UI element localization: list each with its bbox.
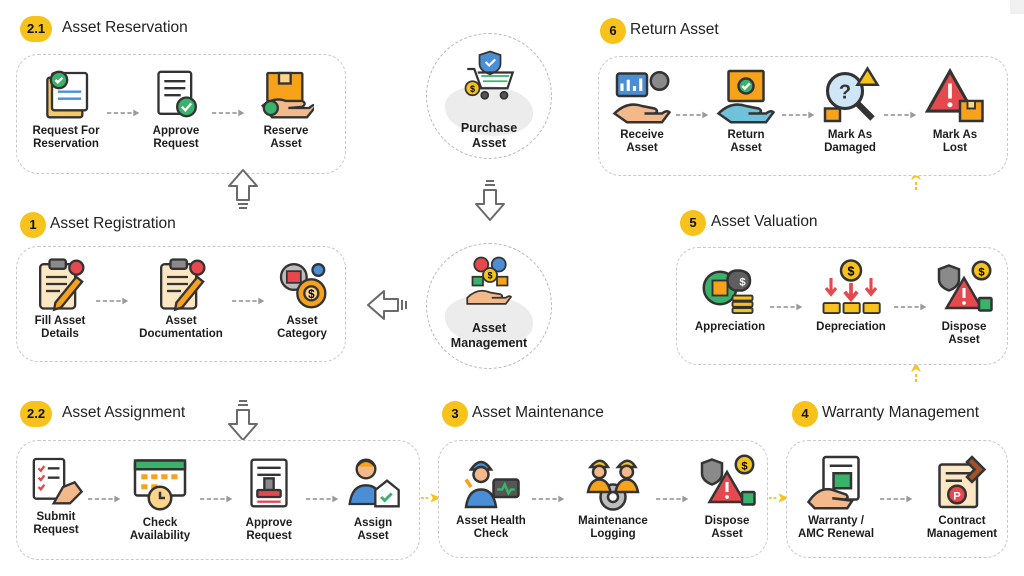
- section-title: Asset Assignment: [62, 404, 186, 421]
- category-gears-icon: [274, 256, 330, 312]
- section-title: Asset Maintenance: [472, 404, 604, 421]
- approve-document-icon: [148, 66, 204, 122]
- reserve-box-hand-icon: [258, 66, 314, 122]
- step-approve-request: Approve Request: [116, 66, 236, 151]
- scrollbar-corner[interactable]: [1010, 0, 1024, 14]
- warranty-document-hand-icon: [806, 452, 866, 512]
- submit-request-icon: [28, 452, 84, 508]
- step-assign-asset: Assign Asset: [313, 452, 433, 543]
- clipboard-document-icon: [153, 256, 209, 312]
- purchase-asset-hub: Purchase Asset: [426, 33, 552, 159]
- step-dispose-asset: Dispose Asset: [904, 258, 1024, 347]
- assign-person-house-icon: [345, 452, 401, 514]
- section-title: Return Asset: [630, 21, 719, 38]
- dispose-shield-icon: [697, 452, 757, 512]
- step-asset-category: Asset Category: [242, 256, 362, 341]
- step-depreciation: Depreciation: [791, 258, 911, 334]
- contract-stamp-icon: [932, 452, 992, 512]
- step-receive-asset: Receive Asset: [582, 66, 702, 155]
- arrow-left-icon: [366, 287, 410, 323]
- workers-gear-icon: [583, 452, 643, 512]
- asset-management-icon: [462, 254, 518, 310]
- health-check-engineer-icon: [461, 452, 521, 512]
- step-badge: 2.1: [20, 16, 53, 42]
- step-badge: 4: [792, 401, 818, 427]
- step-badge: 5: [680, 210, 706, 236]
- lost-warning-icon: [925, 66, 985, 126]
- step-badge: 1: [20, 212, 46, 238]
- arrow-down-icon: [472, 178, 508, 222]
- section-title: Warranty Management: [822, 404, 980, 421]
- step-maintenance-logging: Maintenance Logging: [553, 452, 673, 541]
- stamp-document-icon: [241, 452, 297, 514]
- clipboard-pencil-icon: [32, 256, 88, 312]
- step-warranty-amc-renewal: Warranty / AMC Renewal: [776, 452, 896, 541]
- section-title: Asset Reservation: [62, 19, 188, 36]
- reservation-form-icon: [38, 66, 94, 122]
- step-check-availability: Check Availability: [100, 452, 220, 543]
- step-fill-asset-details: Fill Asset Details: [0, 256, 120, 341]
- return-box-hand-icon: [716, 66, 776, 126]
- calendar-clock-icon: [130, 452, 190, 514]
- receive-asset-hand-icon: [612, 66, 672, 126]
- step-dispose-asset: Dispose Asset: [667, 452, 787, 541]
- depreciation-coins-icon: [821, 258, 881, 318]
- step-mark-as-damaged: Mark As Damaged: [790, 66, 910, 155]
- step-approve-request: Approve Request: [209, 452, 329, 543]
- arrow-down-icon: [225, 398, 261, 442]
- asset-management-hub: Asset Management: [426, 243, 552, 369]
- hub-label: Purchase Asset: [460, 121, 518, 150]
- dispose-shield-icon: [934, 258, 994, 318]
- step-appreciation: Appreciation: [670, 258, 790, 334]
- step-asset-health-check: Asset Health Check: [431, 452, 551, 541]
- step-reserve-asset: Reserve Asset: [226, 66, 346, 151]
- section-title: Asset Valuation: [711, 213, 818, 230]
- step-contract-management: Contract Management: [902, 452, 1022, 541]
- arrow-up-icon: [225, 168, 261, 212]
- step-return-asset: Return Asset: [686, 66, 806, 155]
- appreciation-coins-icon: [700, 258, 760, 318]
- damaged-magnifier-icon: [820, 66, 880, 126]
- step-badge: 2.2: [20, 401, 53, 427]
- shopping-cart-shield-icon: [462, 48, 518, 104]
- step-mark-as-lost: Mark As Lost: [895, 66, 1015, 155]
- step-badge: 6: [600, 18, 626, 44]
- step-asset-documentation: Asset Documentation: [121, 256, 241, 341]
- hub-label: Asset Management: [450, 321, 528, 350]
- section-title: Asset Registration: [50, 215, 176, 232]
- step-submit-request: Submit Request: [0, 452, 116, 537]
- step-request-for-reservation: Request For Reservation: [6, 66, 126, 151]
- step-badge: 3: [442, 401, 468, 427]
